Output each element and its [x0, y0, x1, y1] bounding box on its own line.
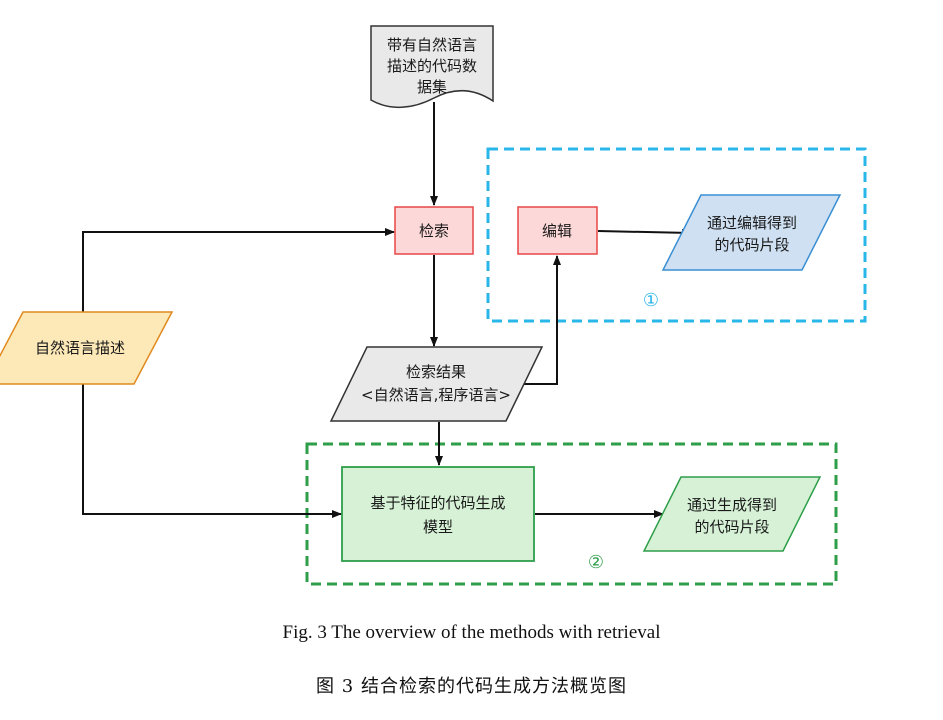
edit-region-border	[486, 147, 867, 323]
generation-model-node: 基于特征的代码生成 模型	[341, 466, 535, 562]
arrow-edit-to-edited-code	[597, 228, 692, 237]
edit-region-marker: ①	[643, 290, 659, 311]
retrieve-node: 检索	[394, 206, 474, 255]
retrieve-label: 检索	[419, 222, 449, 240]
generation-model-label-line1: 基于特征的代码生成	[370, 494, 505, 512]
generation-model-label-line2: 模型	[423, 518, 453, 536]
nl-description-label: 自然语言描述	[35, 339, 125, 357]
dataset-label-line2: 描述的代码数	[387, 57, 477, 75]
edited-code-node: 通过编辑得到 的代码片段	[661, 194, 842, 271]
dataset-label-line3: 据集	[417, 78, 447, 96]
nl-description-node: 自然语言描述	[0, 311, 174, 385]
retrieval-result-label-line1: 检索结果	[406, 363, 466, 381]
generated-code-label-line1: 通过生成得到	[687, 496, 777, 514]
retrieval-result-label-line2: <自然语言,程序语言>	[361, 386, 511, 404]
retrieval-result-node: 检索结果 <自然语言,程序语言>	[329, 346, 544, 422]
edit-label: 编辑	[542, 222, 572, 240]
generated-code-label-line2: 的代码片段	[694, 518, 769, 536]
edit-node: 编辑	[517, 206, 598, 255]
arrow-nl-to-model	[82, 383, 342, 518]
connectors	[82, 102, 692, 518]
dataset-label-line1: 带有自然语言	[387, 36, 477, 54]
figure-caption-english: Fig. 3 The overview of the methods with …	[282, 622, 661, 643]
generate-region-marker: ②	[588, 552, 604, 573]
edited-code-label-line2: 的代码片段	[714, 236, 789, 254]
arrow-result-to-edit	[522, 255, 561, 385]
figure-caption-chinese: 图 3 结合检索的代码生成方法概览图	[316, 676, 627, 697]
dataset-node: 带有自然语言 描述的代码数 据集	[370, 25, 494, 109]
generated-code-node: 通过生成得到 的代码片段	[642, 476, 822, 552]
flowchart-diagram: ① ② 带有自然语言 描述的代码数 据集 自然语言描述 检索	[0, 25, 867, 586]
arrow-nl-to-retrieve	[82, 228, 395, 312]
edited-code-label-line1: 通过编辑得到	[707, 214, 797, 232]
